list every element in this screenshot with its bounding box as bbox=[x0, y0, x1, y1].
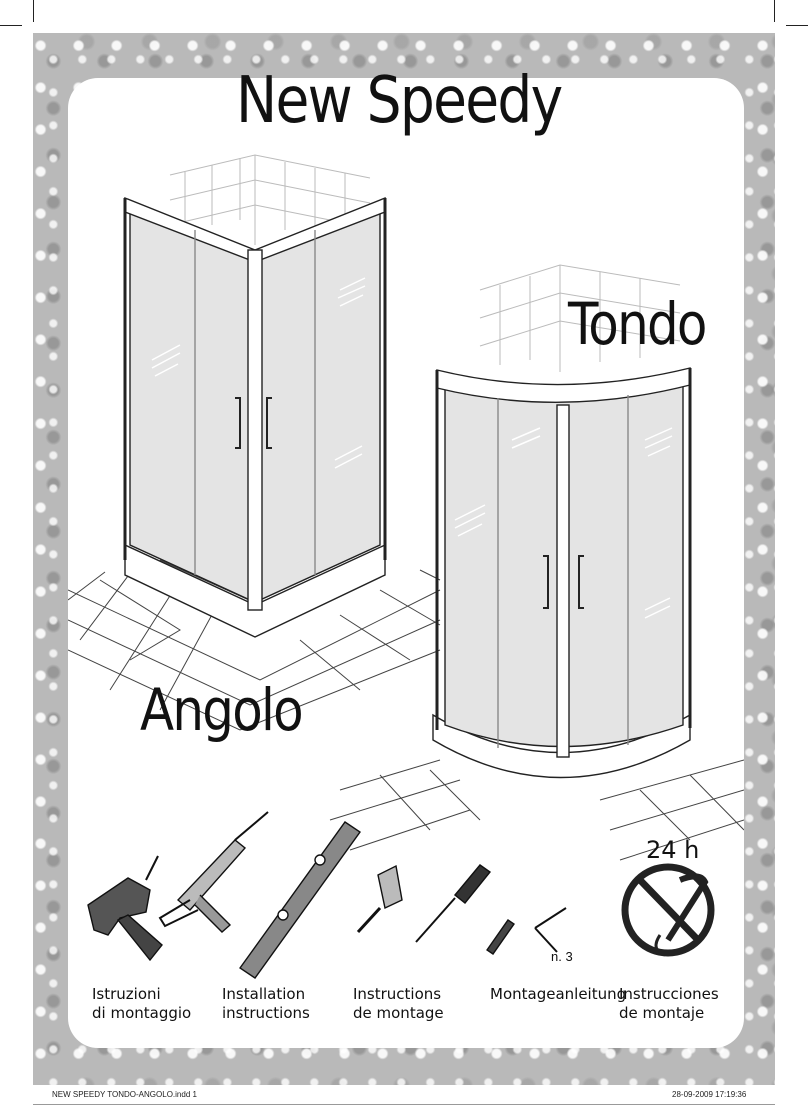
caption-line: di montaggio bbox=[92, 1004, 192, 1022]
allen-key-quantity: n. 3 bbox=[551, 949, 573, 964]
footer-divider bbox=[33, 1104, 775, 1105]
wait-time-label: 24 h bbox=[646, 836, 700, 864]
crop-mark bbox=[33, 0, 34, 22]
caption-english: Installation instructions bbox=[222, 985, 310, 1023]
footer-filename: NEW SPEEDY TONDO-ANGOLO.indd 1 bbox=[52, 1090, 197, 1099]
drill-icon bbox=[87, 855, 163, 962]
no-shower-icon bbox=[621, 863, 715, 957]
crop-mark bbox=[786, 25, 808, 26]
caption-line: instructions bbox=[222, 1004, 310, 1022]
tondo-floor-tiles bbox=[329, 759, 744, 861]
tondo-wall-tiles bbox=[479, 264, 681, 372]
angolo-shower bbox=[123, 196, 387, 638]
caption-spanish: Instrucciones de montaje bbox=[619, 985, 719, 1023]
allen-key-icon bbox=[534, 907, 567, 953]
caption-french: Instructions de montage bbox=[353, 985, 444, 1023]
caption-line: Instructions bbox=[353, 985, 442, 1003]
silicone-gun-icon bbox=[158, 811, 269, 933]
caption-german: Montageanleitung bbox=[490, 985, 626, 1004]
screwdriver-icon bbox=[415, 864, 492, 943]
crop-mark bbox=[774, 0, 775, 22]
tondo-shower bbox=[432, 367, 692, 779]
tape-measure-icon bbox=[356, 864, 403, 934]
caption-italian: Istruzioni di montaggio bbox=[92, 985, 191, 1023]
model-label-angolo: Angolo bbox=[140, 676, 304, 744]
caption-line: de montage bbox=[353, 1004, 444, 1022]
spirit-level-icon bbox=[239, 821, 361, 979]
caption-line: Instrucciones bbox=[619, 985, 719, 1003]
footer-timestamp: 28-09-2009 17:19:36 bbox=[672, 1090, 747, 1099]
model-label-tondo: Tondo bbox=[568, 290, 707, 358]
pencil-icon bbox=[486, 919, 515, 955]
caption-line: de montaje bbox=[619, 1004, 705, 1022]
caption-line: Installation bbox=[222, 985, 306, 1003]
crop-mark bbox=[0, 25, 22, 26]
page-title: New Speedy bbox=[236, 64, 563, 138]
caption-line: Montageanleitung bbox=[490, 985, 627, 1003]
caption-line: Istruzioni bbox=[92, 985, 161, 1003]
